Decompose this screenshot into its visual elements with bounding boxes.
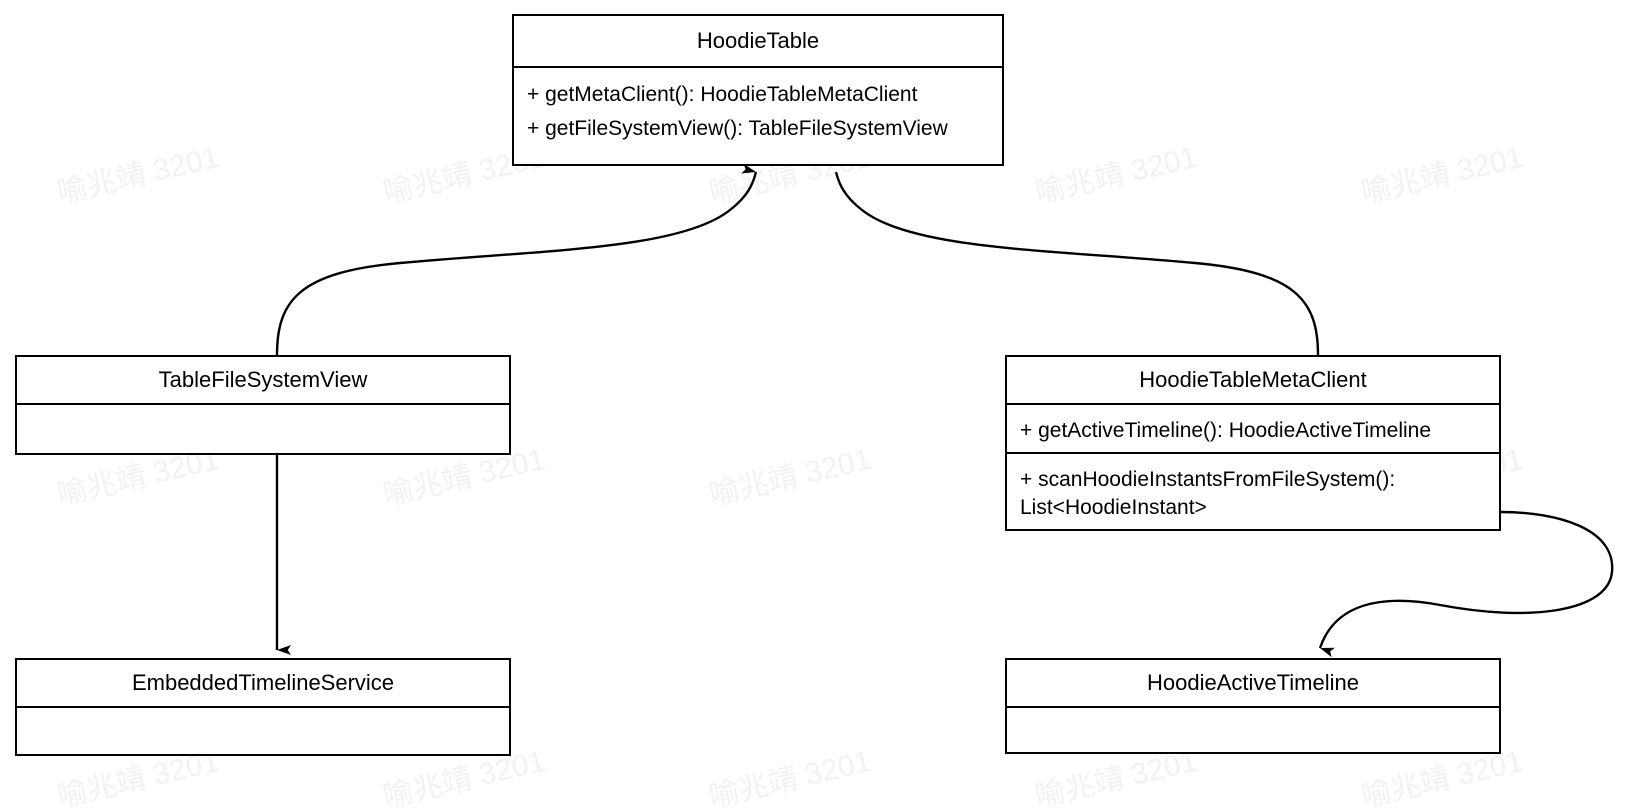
class-box-hoodie-active-timeline[interactable]: HoodieActiveTimeline <box>1005 658 1501 754</box>
method-item: + getActiveTimeline(): HoodieActiveTimel… <box>1020 419 1432 442</box>
edge-hoodietablemetaclient-to-hoodieactivetimeline <box>1318 510 1614 658</box>
class-name-hoodie-table: HoodieTable <box>514 16 1002 68</box>
watermark-text: 喻兆靖 3201 <box>54 140 223 211</box>
edge-tablefilesystemview-to-hoodietable <box>275 163 758 356</box>
class-name-embedded-timeline-service: EmbeddedTimelineService <box>17 660 509 708</box>
class-name-hoodie-active-timeline: HoodieActiveTimeline <box>1007 660 1499 708</box>
method-item: + getFileSystemView(): TableFileSystemVi… <box>527 116 948 140</box>
method-compartment-embedded-timeline-service <box>17 708 509 754</box>
watermark-text: 喻兆靖 3201 <box>1032 140 1201 211</box>
watermark-text: 喻兆靖 3201 <box>706 442 875 513</box>
watermark-text: 喻兆靖 3201 <box>706 744 875 812</box>
class-name-table-file-system-view: TableFileSystemView <box>17 357 509 405</box>
class-box-table-file-system-view[interactable]: TableFileSystemView <box>15 355 511 455</box>
class-box-hoodie-table-meta-client[interactable]: HoodieTableMetaClient + getActiveTimelin… <box>1005 355 1501 531</box>
edge-hoodietablemetaclient-to-hoodietable <box>834 171 1320 356</box>
watermark-text: 喻兆靖 3201 <box>1358 140 1527 211</box>
method-compartment-first: + getActiveTimeline(): HoodieActiveTimel… <box>1007 405 1499 454</box>
method-item: + scanHoodieInstantsFromFileSystem(): Li… <box>1020 468 1396 519</box>
method-compartment-hoodie-active-timeline <box>1007 708 1499 752</box>
method-item: + getMetaClient(): HoodieTableMetaClient <box>527 83 918 106</box>
method-compartment-second: + scanHoodieInstantsFromFileSystem(): Li… <box>1007 454 1499 527</box>
class-box-embedded-timeline-service[interactable]: EmbeddedTimelineService <box>15 658 511 756</box>
method-compartment-hoodie-table: + getMetaClient(): HoodieTableMetaClient… <box>514 68 1002 164</box>
method-compartment-table-file-system-view <box>17 405 509 453</box>
class-name-hoodie-table-meta-client: HoodieTableMetaClient <box>1007 357 1499 405</box>
class-box-hoodie-table[interactable]: HoodieTable + getMetaClient(): HoodieTab… <box>512 14 1004 166</box>
